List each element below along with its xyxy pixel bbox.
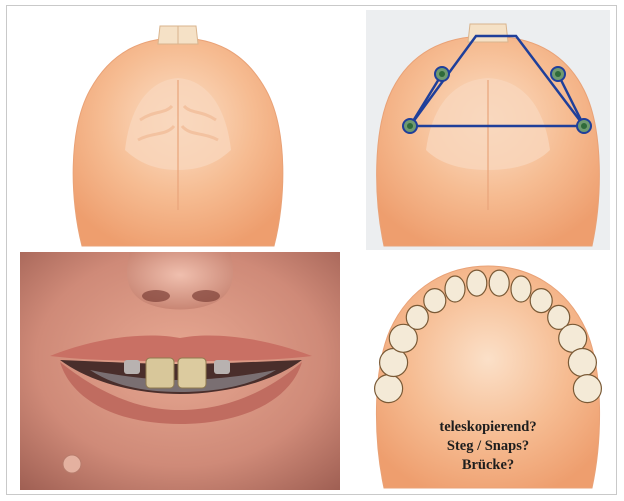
tooth [406,305,428,329]
tooth [573,375,601,403]
smile-photo-drawing [20,252,340,490]
tooth [375,375,403,403]
right-central-incisor [178,358,206,388]
implant-plan-drawing [366,10,610,250]
tooth [530,289,552,313]
tooth [568,349,596,377]
tooth [511,276,531,302]
mole [63,455,81,473]
implant-plan-illustration [366,10,610,250]
caption-line: teleskopierend? [366,418,610,437]
caption-line: Brücke? [366,456,610,475]
tooth [424,289,446,313]
treatment-options-caption: teleskopierend? Steg / Snaps? Brücke? [366,418,610,475]
left-central-incisor [146,358,174,388]
tooth [445,276,465,302]
caption-line: Steg / Snaps? [366,437,610,456]
patient-smile-photo [20,252,340,490]
tooth [467,270,487,296]
dentition-illustration: teleskopierend? Steg / Snaps? Brücke? [366,252,610,490]
maxilla-drawing [20,10,336,250]
edentulous-maxilla-illustration [20,10,336,250]
tooth [489,270,509,296]
nose [127,252,233,310]
